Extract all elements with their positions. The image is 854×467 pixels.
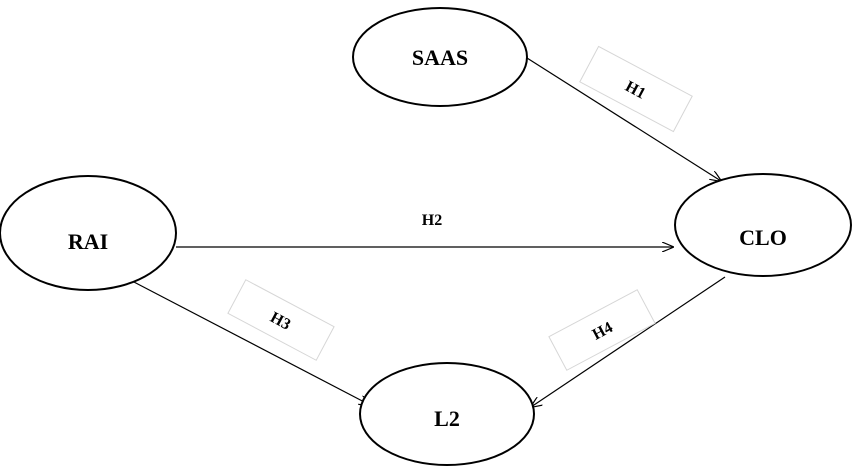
node-clo-ellipse	[674, 173, 852, 277]
node-l2-ellipse	[359, 362, 535, 466]
edge-rai-l2-arrow	[131, 280, 370, 405]
edge-label-box	[579, 45, 693, 133]
node-clo: CLO	[674, 173, 852, 277]
node-rai-label: RAI	[68, 229, 108, 254]
edge-saas-clo-arrow	[526, 57, 721, 181]
node-l2: L2	[359, 362, 535, 466]
node-l2-label: L2	[434, 406, 460, 431]
node-saas: SAAS	[352, 7, 528, 107]
node-rai-ellipse	[0, 175, 177, 291]
edge-clo-l2-arrow	[531, 276, 726, 407]
edge-label-box	[227, 279, 335, 361]
node-rai: RAI	[0, 175, 177, 291]
node-clo-label: CLO	[739, 225, 787, 250]
edge-label-h2: H2	[422, 212, 442, 229]
node-saas-label: SAAS	[412, 45, 468, 70]
edge-label-h3: H3	[227, 279, 335, 361]
edge-label-h4: H4	[548, 289, 656, 371]
edge-label-box	[548, 289, 656, 371]
node-saas-ellipse	[352, 7, 528, 107]
edge-label-h1: H1	[579, 45, 693, 133]
